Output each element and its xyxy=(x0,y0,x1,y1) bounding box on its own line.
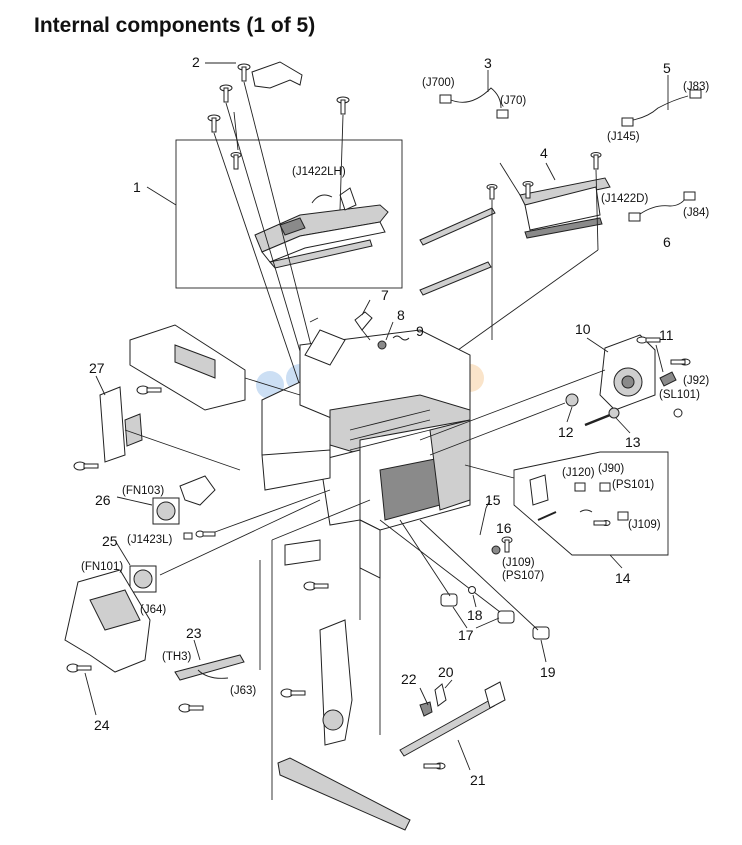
callout-19: 19 xyxy=(540,664,556,680)
callout-14: 14 xyxy=(615,570,631,586)
callout-27: 27 xyxy=(89,360,105,376)
part-24-duct xyxy=(64,569,151,673)
callout-8: 8 xyxy=(397,307,405,323)
part-6-cable xyxy=(628,191,696,222)
part-26-fan xyxy=(152,475,331,540)
callout-5: 5 xyxy=(663,60,671,76)
part-top-left-bracket xyxy=(129,324,301,411)
strip-parts xyxy=(419,184,498,340)
part-27-panel xyxy=(73,386,241,471)
conn-fn101: (FN101) xyxy=(81,561,123,573)
lower-frame-parts xyxy=(271,499,411,831)
conn-j83: (J83) xyxy=(683,81,709,93)
callout-15: 15 xyxy=(485,492,501,508)
conn-j64: (J64) xyxy=(140,604,166,616)
part-5-cable xyxy=(621,75,702,127)
part-23-sensor xyxy=(174,560,261,713)
part-21-shaft xyxy=(379,535,506,770)
conn-j92: (J92) xyxy=(683,375,709,387)
conn-ps107: (PS107) xyxy=(502,570,544,582)
part-10-drive-assembly xyxy=(419,334,661,441)
part-18-pin xyxy=(468,586,476,594)
callout-12: 12 xyxy=(558,424,574,440)
connector-labels: (J700) (J70) (J83) (J145) (J1422LH) (J14… xyxy=(81,77,709,697)
callout-10: 10 xyxy=(575,321,591,337)
conn-fn103: (FN103) xyxy=(122,485,164,497)
callout-18: 18 xyxy=(467,607,483,623)
part-14-sensor-box xyxy=(464,451,669,556)
callout-22: 22 xyxy=(401,671,417,687)
part-16-screw xyxy=(491,536,513,555)
part-19-roller xyxy=(419,519,550,640)
part-9-spring xyxy=(392,335,410,341)
part-7-lever xyxy=(309,299,373,341)
conn-j109-box: (J109) xyxy=(628,519,661,531)
callout-1: 1 xyxy=(133,179,141,195)
conn-j120: (J120) xyxy=(562,467,595,479)
callout-7: 7 xyxy=(381,287,389,303)
callout-labels: 1 2 3 4 5 6 7 8 9 10 11 12 13 14 15 16 1… xyxy=(89,54,674,788)
part-8-gear xyxy=(377,340,387,350)
main-frame xyxy=(261,329,471,579)
conn-sl101: (SL101) xyxy=(659,389,700,401)
callout-25: 25 xyxy=(102,533,118,549)
page-title: Internal components (1 of 5) xyxy=(34,14,316,37)
part-15-spring xyxy=(479,507,487,536)
part-20-22-clips xyxy=(419,683,447,717)
conn-j1422lh: (J1422LH) xyxy=(292,166,346,178)
callout-4: 4 xyxy=(540,145,548,161)
conn-j1423l: (J1423L) xyxy=(127,534,173,546)
conn-j63: (J63) xyxy=(230,685,256,697)
part-4-bracket xyxy=(429,152,611,371)
leader-lines xyxy=(84,62,664,771)
callout-26: 26 xyxy=(95,492,111,508)
conn-j109: (J109) xyxy=(502,557,535,569)
conn-j1422d: (J1422D) xyxy=(601,193,648,205)
conn-j145: (J145) xyxy=(607,131,640,143)
conn-j90: (J90) xyxy=(598,463,624,475)
callout-24: 24 xyxy=(94,717,110,733)
callout-11: 11 xyxy=(659,327,674,343)
callout-23: 23 xyxy=(186,625,202,641)
part-3-cable xyxy=(439,70,509,119)
callout-9: 9 xyxy=(416,323,424,339)
callout-6: 6 xyxy=(663,234,671,250)
conn-j84: (J84) xyxy=(683,207,709,219)
conn-ps101: (PS101) xyxy=(612,479,654,491)
part-17-rollers xyxy=(379,519,515,624)
conn-th3: (TH3) xyxy=(162,651,192,663)
conn-j70: (J70) xyxy=(500,95,526,107)
conn-j700: (J700) xyxy=(422,77,455,89)
callout-17: 17 xyxy=(458,627,474,643)
part-11-screw xyxy=(659,358,691,418)
callout-20: 20 xyxy=(438,664,454,680)
callout-16: 16 xyxy=(496,520,512,536)
callout-21: 21 xyxy=(470,772,486,788)
callout-2: 2 xyxy=(192,54,200,70)
callout-3: 3 xyxy=(484,55,492,71)
part-13-shaft xyxy=(584,407,620,427)
part-12-bushing xyxy=(429,393,579,456)
part-1-laser-scanner xyxy=(175,139,403,289)
callout-13: 13 xyxy=(625,434,641,450)
